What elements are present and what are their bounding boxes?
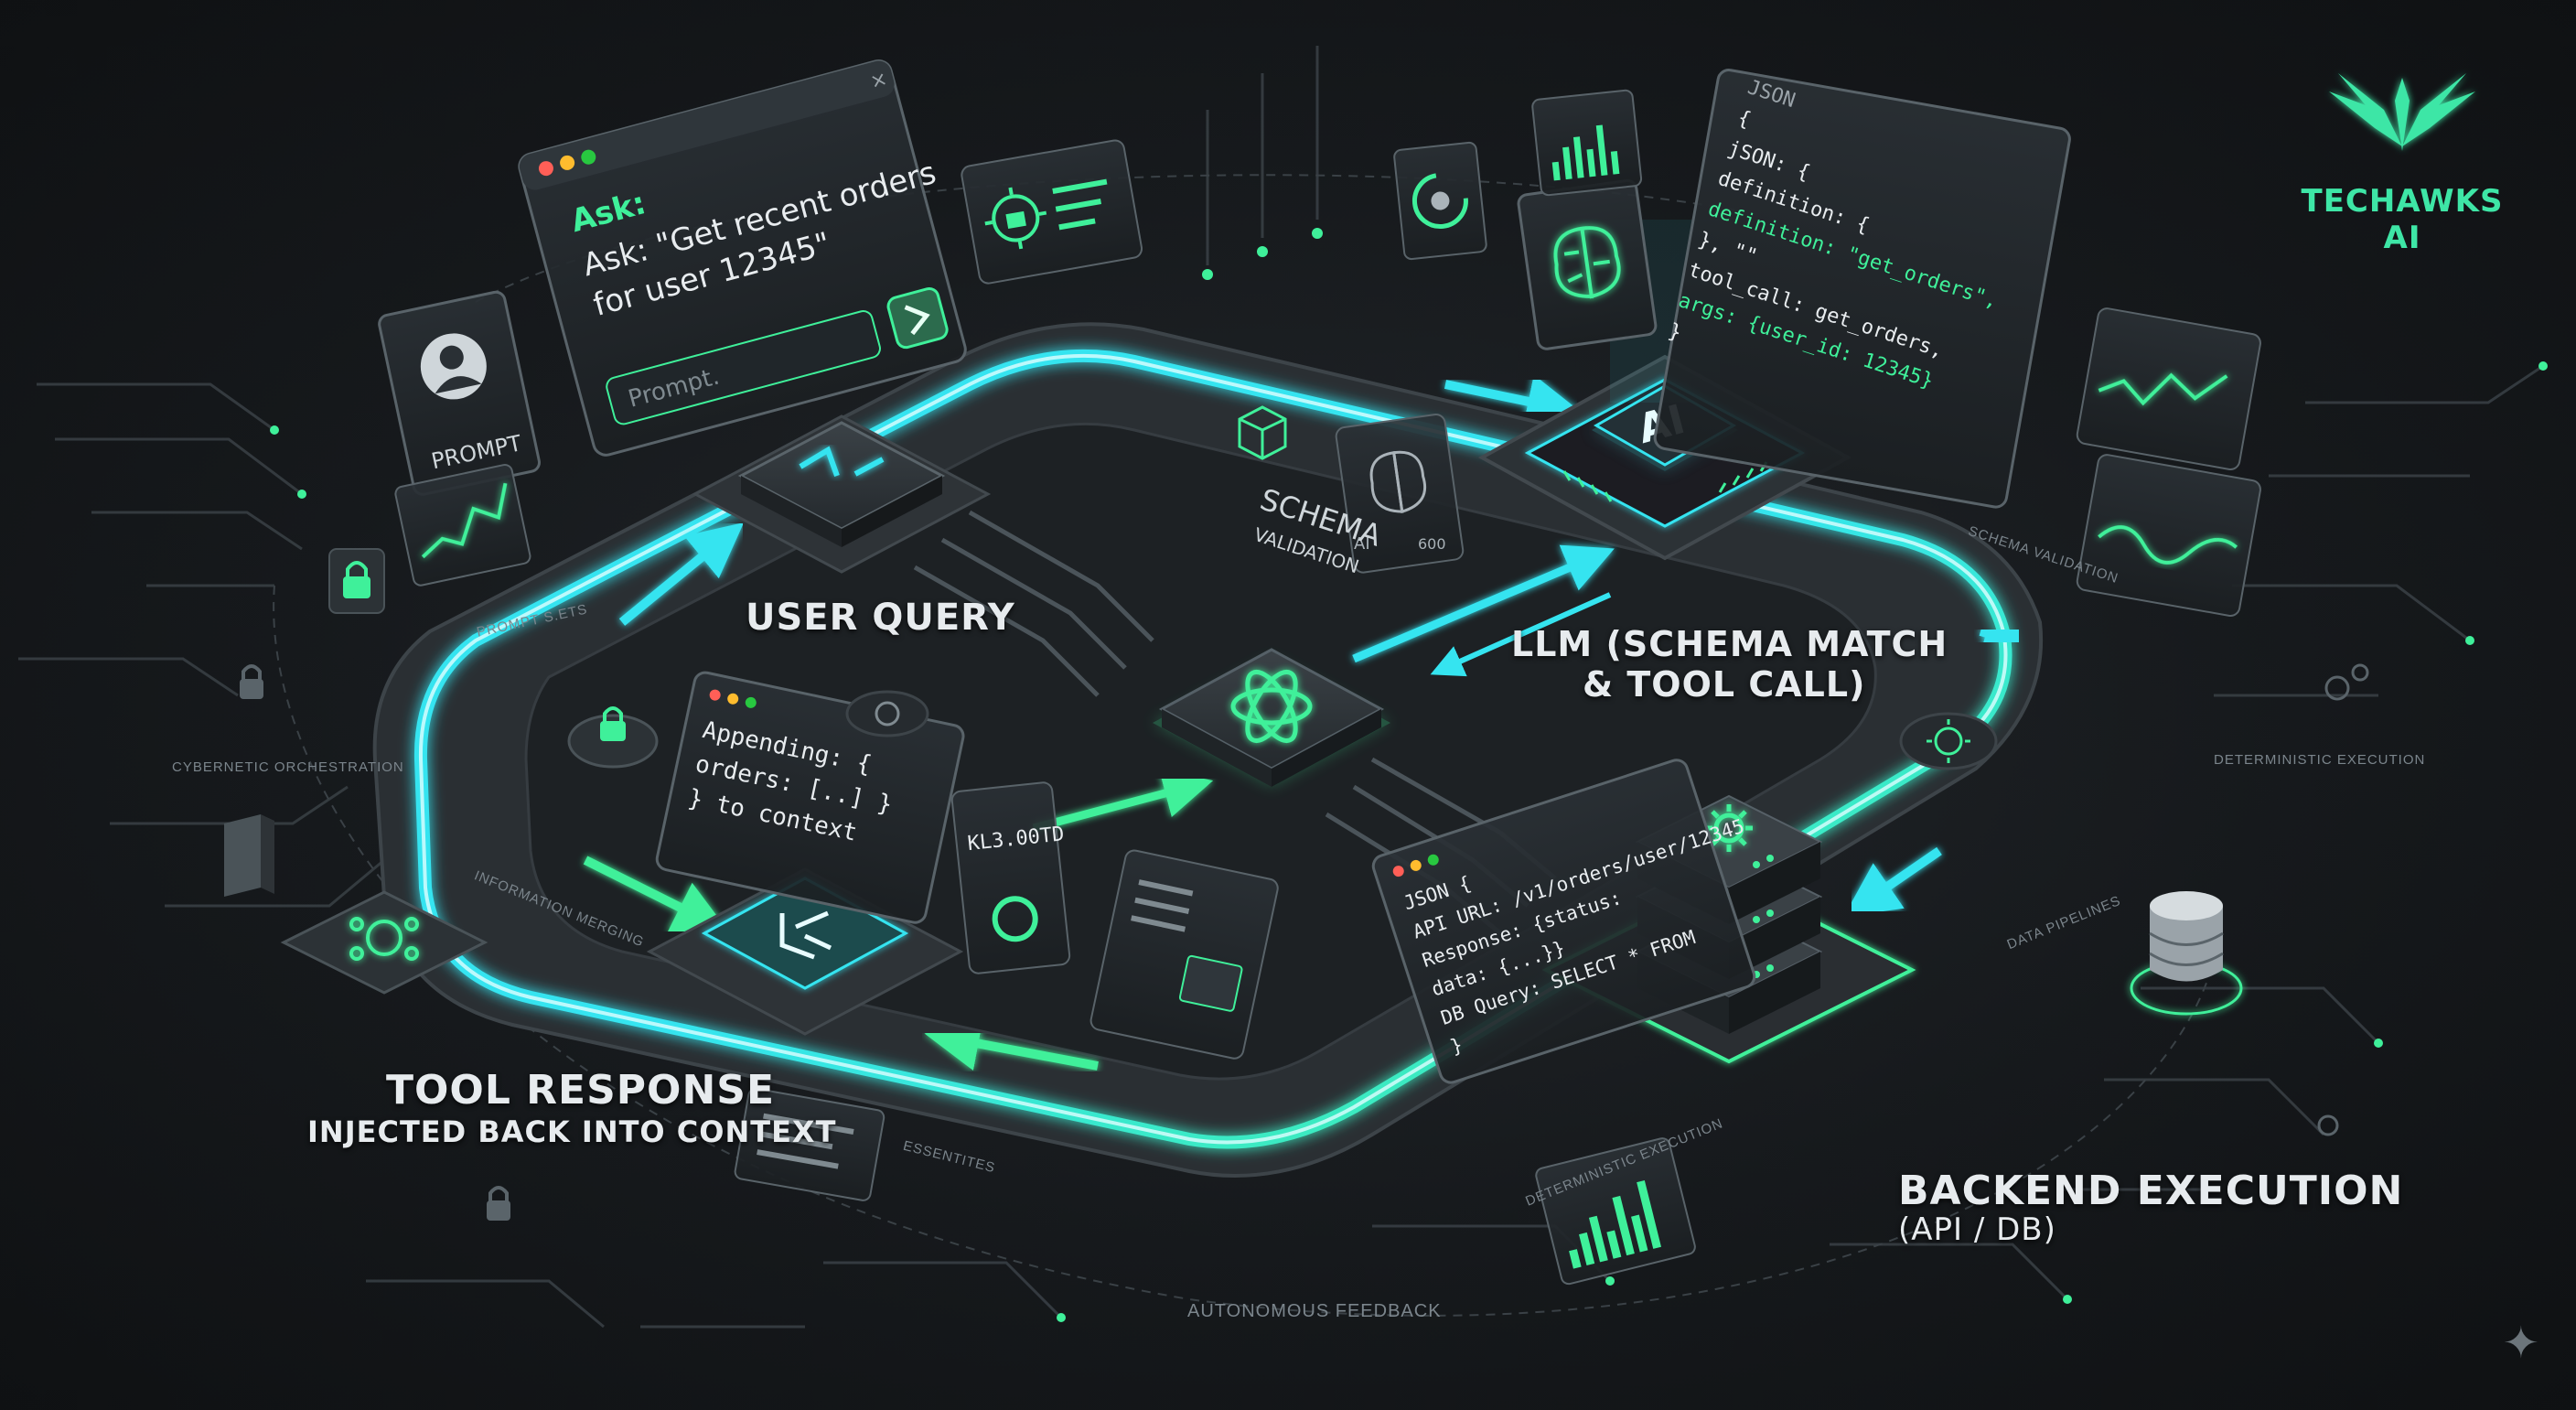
brain-card-ai: AI <box>1354 534 1370 554</box>
tool-response-label-line1: TOOL RESPONSE <box>386 1067 776 1114</box>
brain-icon <box>1553 226 1621 299</box>
gear-lock-icon <box>984 187 1047 250</box>
arrow-return <box>924 1017 1099 1071</box>
file-list-card <box>1089 849 1279 1060</box>
lock-tile-left <box>328 548 385 614</box>
circuit-nodes <box>270 228 2548 1322</box>
circuit-traces <box>18 46 2544 1329</box>
backend-panel <box>1371 759 1756 1084</box>
lock-icon <box>343 561 370 598</box>
terminal-icon <box>799 446 885 478</box>
list-card-bottom-left <box>734 1087 886 1201</box>
gear-tile-right <box>1899 712 1998 770</box>
user-query-label: USER QUERY <box>746 597 1015 639</box>
center-chip <box>1153 648 1390 787</box>
llm-label-line2: & TOOL CALL) <box>1583 664 1866 705</box>
tool-response-label-line2: INJECTED BACK INTO CONTEXT <box>307 1114 837 1149</box>
phoenix-logo-icon <box>2329 73 2475 151</box>
micro-label-autonomous-feedback: AUTONOMOUS FEEDBACK <box>1187 1301 1442 1321</box>
flow-arrows <box>583 374 2039 1071</box>
gears-icon-far-right <box>2317 663 2369 1136</box>
prompt-window: × <box>518 59 967 457</box>
sparkle-icon: ✦ <box>2502 1319 2539 1368</box>
database-icon <box>2130 891 2243 1016</box>
backend-label-line2: (API / DB) <box>1898 1211 2056 1248</box>
brain-card-top <box>1517 178 1658 350</box>
bar-chart-card-top <box>1531 89 1643 197</box>
brain-card-num: 600 <box>1418 535 1446 553</box>
lock-icon-bottom-left <box>487 1186 510 1221</box>
gear-tile-center <box>845 690 929 737</box>
process-loop <box>413 349 2012 1149</box>
status-card <box>950 781 1071 974</box>
line-chart-card-right-2 <box>2076 454 2261 617</box>
server-tower-icon <box>224 814 274 897</box>
lock-tile-center <box>567 706 659 769</box>
brain-icon-small <box>1369 450 1427 514</box>
brand-block: TECHAWKS AI <box>2283 46 2521 256</box>
lock-icon-far-left <box>240 664 263 699</box>
gear-icon <box>1705 804 1753 852</box>
micro-label-deterministic-right: DETERMINISTIC EXECUTION <box>2214 752 2426 768</box>
openai-knot-icon <box>1230 670 1313 743</box>
gear-icon-right <box>1934 727 1963 756</box>
backend-label-line1: BACKEND EXECUTION <box>1898 1168 2404 1214</box>
gear-lock-card <box>961 139 1143 285</box>
lock-gauge-card <box>1393 141 1487 261</box>
user-query-tile <box>692 414 992 574</box>
arrow-inner-3 <box>1430 592 1612 677</box>
arrow-llm <box>1444 374 1583 429</box>
merge-arrows-icon <box>779 910 832 960</box>
arrow-backend <box>1978 606 2039 660</box>
send-icon <box>904 305 930 336</box>
lock-icon-center <box>600 721 626 741</box>
bar-chart-card-bottom <box>1535 1137 1696 1286</box>
json-panel <box>1653 69 2071 509</box>
arrow-up-query <box>618 522 745 626</box>
brand-name: TECHAWKS AI <box>2301 183 2504 256</box>
prompt-card <box>378 290 541 496</box>
arrow-inner-2 <box>1352 544 1615 663</box>
arrow-down-right <box>1843 846 1942 917</box>
llm-label-line1: LLM (SCHEMA MATCH <box>1511 624 1948 664</box>
micro-label-cybernetic: CYBERNETIC ORCHESTRATION <box>172 759 404 775</box>
arrow-inner-1 <box>1032 769 1214 833</box>
network-tile-left <box>280 890 488 995</box>
cube-icon <box>1238 405 1287 460</box>
arrow-response <box>583 856 729 932</box>
brain-card-small <box>1335 414 1465 574</box>
mini-chart-card-left <box>394 464 531 587</box>
gear-icon-center <box>875 701 900 727</box>
line-chart-card-right-1 <box>2076 307 2261 470</box>
network-icon <box>349 917 419 961</box>
